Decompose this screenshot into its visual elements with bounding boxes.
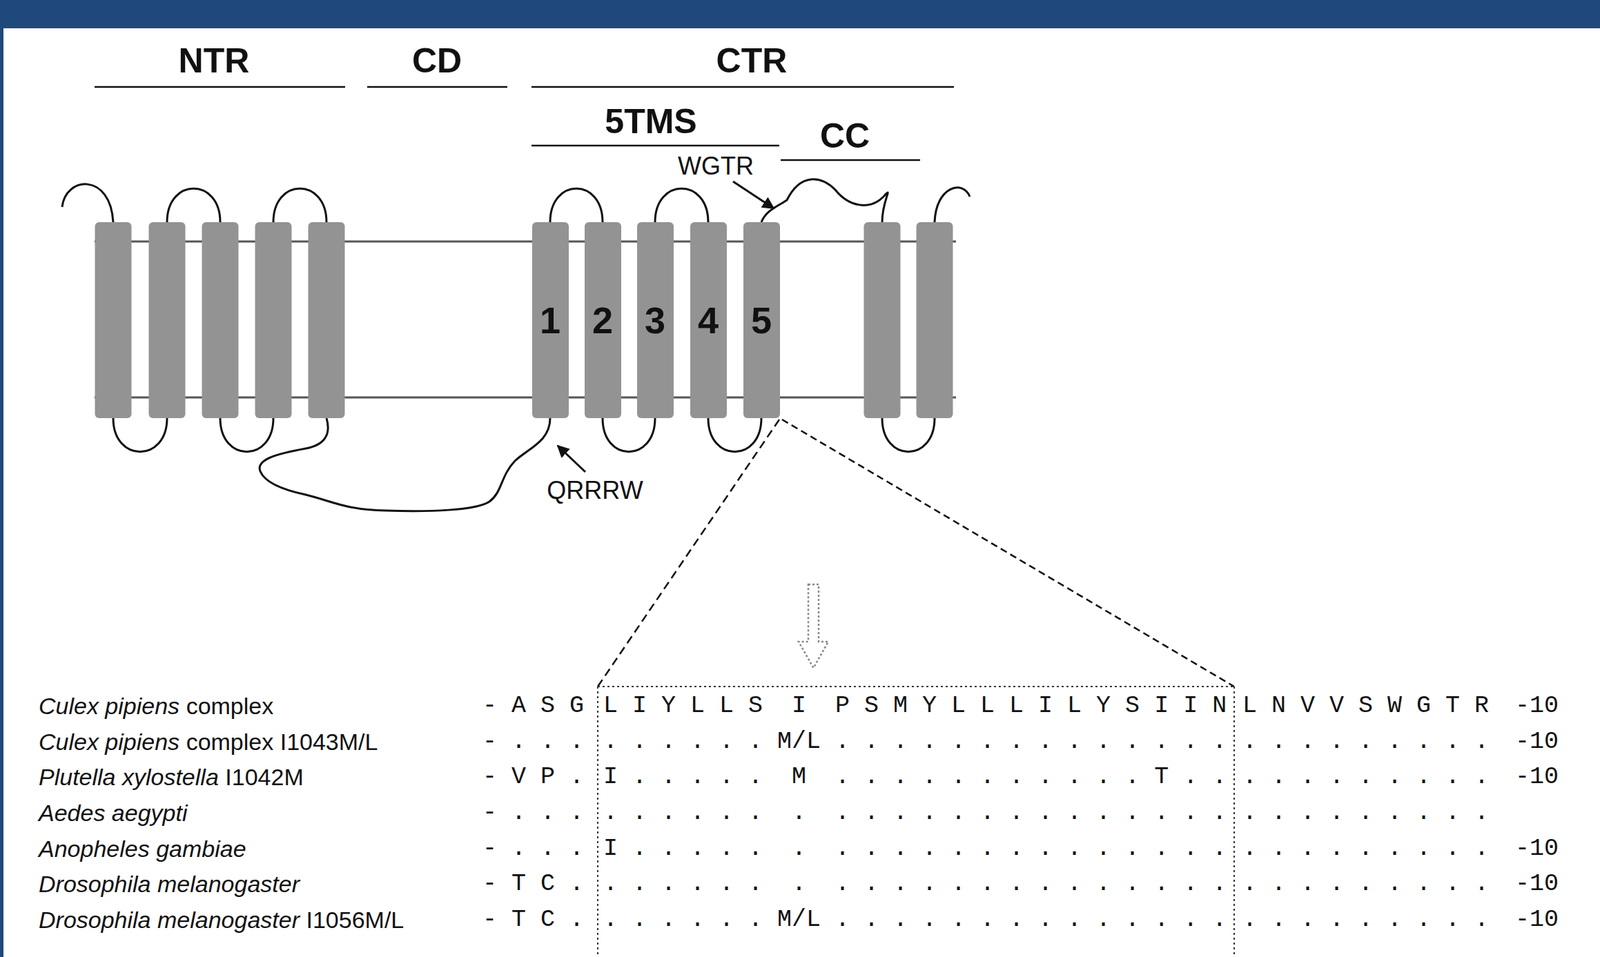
species-italic: Culex pipiens bbox=[38, 692, 180, 720]
species-name: Drosophila melanogaster bbox=[38, 870, 300, 899]
loop-connector bbox=[550, 188, 603, 223]
sequence-segment: . . . . . . M/L . . . . . . . . . . . . … bbox=[603, 728, 1227, 756]
helix bbox=[308, 222, 346, 419]
sequence-flank: . . . . . . . . . bbox=[1242, 870, 1489, 899]
residue-number: -10 bbox=[1515, 692, 1559, 720]
segment-number: 4 bbox=[697, 299, 719, 341]
sequence-flank: . . . . . . . . . bbox=[1242, 763, 1489, 792]
loop bbox=[220, 418, 274, 453]
species-italic: Drosophila melanogaster bbox=[38, 870, 300, 899]
region-label: CD bbox=[412, 41, 462, 81]
residue-number: -10 bbox=[1515, 835, 1559, 863]
loop-tail bbox=[62, 184, 114, 223]
species-name: Drosophila melanogasterI1056M/L bbox=[38, 906, 404, 934]
loop bbox=[167, 188, 221, 223]
callout-arrow bbox=[557, 445, 586, 473]
helix-segment: 1 bbox=[532, 222, 569, 419]
sequence-flank: - V P . bbox=[482, 763, 584, 792]
helix bbox=[864, 222, 901, 419]
helix-segment: 3 bbox=[637, 222, 674, 419]
residue-number: -10 bbox=[1515, 728, 1559, 756]
sequence-flank: - T C . bbox=[482, 870, 584, 899]
species-italic: Drosophila melanogaster bbox=[38, 906, 300, 934]
species-variant: complex I1043M/L bbox=[186, 728, 379, 756]
species-name: Plutella xylostellaI1042M bbox=[38, 763, 304, 792]
residue-number: -10 bbox=[1515, 763, 1559, 792]
species-italic: Plutella xylostella bbox=[38, 763, 219, 792]
sequence-segment: . . . . . . . . . . . . . . . . . . . . … bbox=[603, 799, 1227, 827]
loop-connector bbox=[602, 418, 656, 453]
loop bbox=[113, 418, 168, 453]
sequence-flank: - T C . bbox=[482, 906, 584, 934]
helix-segment: 5 bbox=[743, 222, 780, 419]
species-italic: Anopheles gambiae bbox=[38, 835, 247, 863]
loop-tail bbox=[934, 187, 970, 223]
helix-segment: 2 bbox=[584, 222, 622, 419]
sequence-segment: . . . . . . M/L . . . . . . . . . . . . … bbox=[603, 906, 1227, 934]
sequence-flank: - . . . bbox=[482, 728, 584, 756]
species-name: Culex pipienscomplex bbox=[38, 692, 274, 720]
residue-number: -10 bbox=[1515, 906, 1559, 934]
sequence-segment: . . . . . . . . . . . . . . . . . . . . … bbox=[603, 870, 1227, 899]
zoom-line bbox=[782, 419, 1235, 687]
sequence-flank: . . . . . . . . . bbox=[1242, 728, 1489, 756]
callout-arrow bbox=[733, 181, 774, 209]
cytoplasmic-loop bbox=[259, 418, 551, 512]
helix bbox=[255, 222, 292, 419]
alignment-box bbox=[597, 686, 1235, 688]
species-italic: Culex pipiens bbox=[38, 728, 180, 756]
helix bbox=[202, 222, 239, 419]
species-variant: I1056M/L bbox=[306, 906, 405, 934]
region-label: 5TMS bbox=[604, 102, 697, 141]
region-bar bbox=[367, 86, 508, 89]
position-arrow bbox=[798, 584, 829, 669]
region-label: NTR bbox=[178, 41, 250, 81]
loop-connector bbox=[708, 418, 762, 453]
region-bar bbox=[531, 86, 954, 89]
species-variant: complex bbox=[186, 692, 275, 720]
sequence-segment: L I Y L L S I P S M Y L L L I L Y S I I … bbox=[603, 692, 1227, 720]
species-italic: Aedes aegypti bbox=[38, 799, 188, 827]
zoom-line bbox=[597, 419, 780, 687]
sequence-flank: . . . . . . . . . bbox=[1242, 799, 1489, 827]
motif-label: WGTR bbox=[677, 151, 754, 181]
sequence-flank: - . . . bbox=[482, 835, 584, 863]
helix-segment: 4 bbox=[690, 222, 727, 419]
region-bar bbox=[94, 86, 346, 89]
segment-number: 2 bbox=[592, 299, 613, 341]
helix bbox=[149, 222, 186, 419]
frame-strip bbox=[0, 0, 4, 957]
residue-number: -10 bbox=[1515, 870, 1559, 899]
species-name: Culex pipienscomplex I1043M/L bbox=[38, 728, 378, 756]
alignment-box bbox=[1233, 686, 1235, 957]
cc-loop bbox=[761, 179, 888, 223]
region-label: CTR bbox=[716, 41, 788, 81]
sequence-segment: I . . . . . M . . . . . . . . . . . T . … bbox=[603, 763, 1227, 792]
region-bar bbox=[780, 159, 921, 162]
species-name: Aedes aegypti bbox=[38, 799, 188, 827]
region-label: CC bbox=[820, 116, 870, 156]
loop bbox=[273, 188, 327, 223]
alignment-box bbox=[597, 686, 599, 957]
sequence-flank: . . . . . . . . . bbox=[1242, 906, 1489, 934]
segment-number: 5 bbox=[750, 299, 772, 341]
sequence-segment: I . . . . . . . . . . . . . . . . . . . … bbox=[603, 835, 1227, 863]
title-bar bbox=[0, 0, 1600, 29]
helix bbox=[95, 222, 132, 419]
species-variant: I1042M bbox=[225, 763, 304, 792]
sequence-flank: - . . . bbox=[482, 799, 584, 827]
sequence-flank: . . . . . . . . . bbox=[1242, 835, 1489, 863]
segment-number: 3 bbox=[644, 299, 666, 341]
sequence-flank: - A S G bbox=[482, 692, 584, 720]
sequence-flank: L N V V S W G T R bbox=[1242, 692, 1489, 720]
region-bar bbox=[531, 144, 780, 148]
loop-connector bbox=[655, 188, 709, 223]
species-name: Anopheles gambiae bbox=[38, 835, 247, 863]
helix bbox=[916, 222, 954, 419]
loop bbox=[882, 418, 935, 453]
segment-number: 1 bbox=[539, 299, 561, 341]
motif-label: QRRRW bbox=[546, 476, 643, 506]
